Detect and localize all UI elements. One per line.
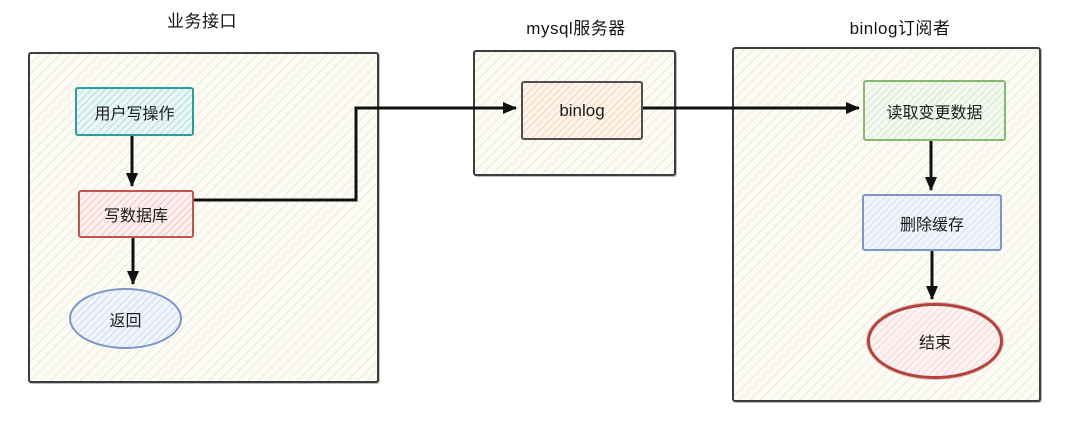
node-user-write-operation: 用户写操作 xyxy=(75,87,194,136)
group-title-binlog-subscriber: binlog订阅者 xyxy=(849,19,951,38)
node-label-end: 结束 xyxy=(918,335,951,352)
group-title-mysql-server: mysql服务器 xyxy=(526,19,626,38)
node-end: 结束 xyxy=(867,303,1003,379)
node-read-changed-data: 读取变更数据 xyxy=(863,80,1006,141)
node-label-return: 返回 xyxy=(109,312,142,330)
group-title-business-interface: 业务接口 xyxy=(167,12,237,31)
node-write-database: 写数据库 xyxy=(78,190,194,238)
node-binlog: binlog xyxy=(521,81,643,140)
node-label-write-database: 写数据库 xyxy=(103,208,168,225)
node-delete-cache: 删除缓存 xyxy=(862,194,1002,251)
node-label-binlog: binlog xyxy=(559,100,605,120)
node-label-user-write-operation: 用户写操作 xyxy=(94,105,175,123)
node-label-read-changed-data: 读取变更数据 xyxy=(886,104,983,122)
node-label-delete-cache: 删除缓存 xyxy=(899,216,964,234)
node-return: 返回 xyxy=(69,288,182,349)
